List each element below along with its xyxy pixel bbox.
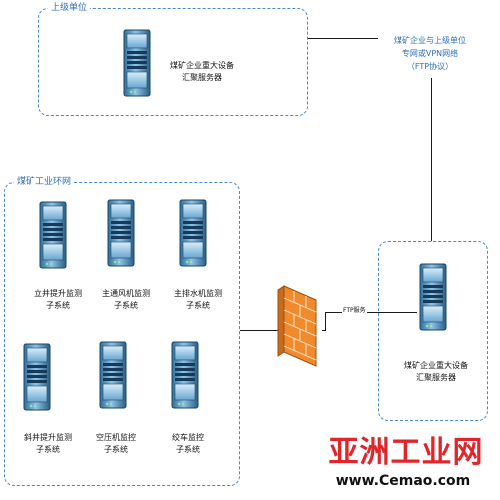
enterprise-aggregation-server-label: 煤矿企业重大设备 汇聚服务器 bbox=[404, 361, 468, 382]
link-firewall-to-server bbox=[322, 330, 326, 331]
subsystem-server-icon bbox=[22, 342, 52, 412]
link-firewall-riser bbox=[325, 312, 326, 331]
subsystem-label: 主排水机监测 子系统 bbox=[174, 289, 222, 310]
parent-unit-label: 上级单位 bbox=[48, 2, 91, 14]
subsystem-server-icon bbox=[38, 200, 68, 270]
subsystem-label: 斜井提升监测 子系统 bbox=[24, 433, 72, 454]
watermark-title: 亚洲工业网 bbox=[328, 435, 484, 470]
firewall-icon bbox=[277, 285, 317, 367]
link-top-server bbox=[308, 38, 378, 39]
link-ftp-line bbox=[325, 312, 417, 313]
subsystem-label: 立井提升监测 子系统 bbox=[34, 289, 82, 310]
subsystem-server-icon bbox=[170, 340, 200, 410]
mine-ring-network-zone bbox=[4, 182, 240, 486]
subsystem-label: 主通风机监测 子系统 bbox=[102, 289, 150, 310]
network-note: 煤矿企业与上级单位 专网或VPN网络 （FTP协议） bbox=[394, 36, 466, 71]
subsystem-server-icon bbox=[178, 198, 208, 268]
enterprise-aggregation-server-icon bbox=[418, 262, 448, 332]
parent-unit-zone bbox=[38, 8, 308, 116]
ftp-service-label: FTP服务 bbox=[342, 305, 367, 314]
subsystem-label: 空压机监控 子系统 bbox=[96, 433, 136, 454]
link-to-right-zone bbox=[431, 78, 432, 241]
link-ring-to-firewall bbox=[240, 330, 278, 331]
watermark-url: www.Cemao.com bbox=[335, 473, 471, 489]
mine-ring-network-label: 煤矿工业环网 bbox=[14, 176, 75, 188]
subsystem-server-icon bbox=[98, 340, 128, 410]
subsystem-server-icon bbox=[106, 198, 136, 268]
enterprise-server-zone bbox=[378, 241, 488, 421]
top-aggregation-server-icon bbox=[122, 28, 152, 98]
top-aggregation-server-label: 煤矿企业重大设备 汇聚服务器 bbox=[170, 61, 234, 82]
subsystem-label: 绞车监控 子系统 bbox=[172, 433, 204, 454]
